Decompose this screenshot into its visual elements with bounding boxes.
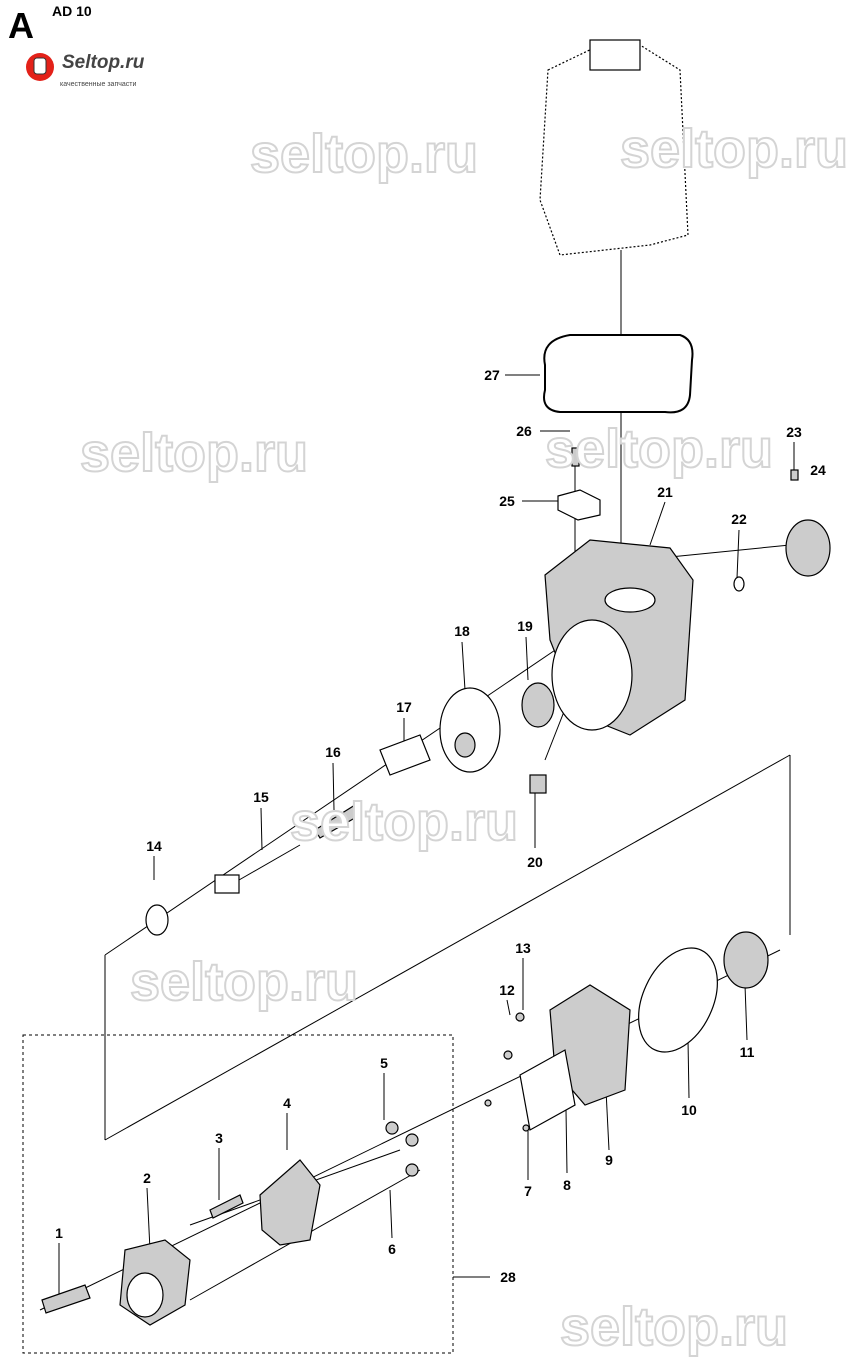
bearing-11 bbox=[723, 931, 769, 989]
callout-6: 6 bbox=[388, 1241, 396, 1257]
screw-23 bbox=[790, 469, 799, 481]
washer-22 bbox=[733, 576, 745, 592]
callout-13: 13 bbox=[515, 940, 531, 956]
shaft-15 bbox=[238, 844, 301, 881]
watermark: seltop.ru bbox=[80, 423, 308, 483]
callout-17: 17 bbox=[396, 699, 412, 715]
bolt-3 bbox=[209, 1194, 244, 1219]
spring-16 bbox=[314, 804, 361, 839]
callout-21: 21 bbox=[657, 484, 673, 500]
bearing-19 bbox=[521, 682, 555, 728]
callout-4: 4 bbox=[283, 1095, 291, 1111]
seltop-logo: Seltop.ru качественные запчасти bbox=[26, 52, 145, 88]
screw-13 bbox=[515, 1012, 525, 1022]
housing-opening bbox=[551, 619, 633, 731]
logo-brand: Seltop.ru bbox=[62, 52, 145, 73]
bracket-25 bbox=[557, 489, 601, 521]
oring-10 bbox=[638, 947, 718, 1053]
watermark: seltop.ru bbox=[620, 119, 848, 179]
parts bbox=[41, 39, 831, 1326]
pulley-hub bbox=[454, 732, 476, 758]
sleeve-17 bbox=[379, 734, 431, 776]
screw-7 bbox=[484, 1099, 492, 1107]
callout-3: 3 bbox=[215, 1130, 223, 1146]
watermarks: seltop.ru seltop.ru seltop.ru seltop.ru … bbox=[79, 118, 849, 1358]
watermark: seltop.ru bbox=[560, 1297, 788, 1357]
model-label: AD 10 bbox=[52, 3, 92, 19]
watermark: seltop.ru bbox=[545, 419, 773, 479]
watermark: seltop.ru bbox=[250, 124, 478, 184]
callout-14: 14 bbox=[146, 838, 162, 854]
housing-bore bbox=[604, 587, 656, 613]
callout-25: 25 bbox=[499, 493, 515, 509]
callout-12: 12 bbox=[499, 982, 515, 998]
bolt-5 bbox=[385, 1121, 399, 1135]
plate-8 bbox=[519, 1049, 576, 1131]
callout-28: 28 bbox=[500, 1269, 516, 1285]
engine-top bbox=[589, 39, 641, 71]
callout-8: 8 bbox=[563, 1177, 571, 1193]
flange-4 bbox=[259, 1159, 321, 1246]
shaft-end-15 bbox=[214, 874, 240, 894]
callout-1: 1 bbox=[55, 1225, 63, 1241]
bolt-6b bbox=[405, 1163, 419, 1177]
knob-24 bbox=[785, 519, 831, 577]
section-letter: A bbox=[8, 5, 34, 46]
callout-16: 16 bbox=[325, 744, 341, 760]
callout-20: 20 bbox=[527, 854, 543, 870]
callout-7: 7 bbox=[524, 1183, 532, 1199]
kit-box bbox=[22, 1034, 454, 1354]
watermark: seltop.ru bbox=[290, 792, 518, 852]
screw-26 bbox=[571, 447, 580, 467]
callout-18: 18 bbox=[454, 623, 470, 639]
pin-1 bbox=[41, 1284, 91, 1314]
callout-11: 11 bbox=[740, 1044, 755, 1060]
adapter-bore bbox=[126, 1272, 164, 1318]
callout-22: 22 bbox=[731, 511, 747, 527]
bolt-6a bbox=[405, 1133, 419, 1147]
plug-20 bbox=[529, 774, 547, 794]
callout-27: 27 bbox=[484, 367, 500, 383]
washer-14 bbox=[145, 904, 169, 936]
callout-26: 26 bbox=[516, 423, 532, 439]
callout-23: 23 bbox=[786, 424, 802, 440]
logo-tagline: качественные запчасти bbox=[60, 81, 136, 88]
gasket-27 bbox=[543, 334, 694, 414]
callout-24: 24 bbox=[810, 462, 826, 478]
callout-15: 15 bbox=[253, 789, 269, 805]
screw-7b bbox=[522, 1124, 530, 1132]
pulley-18 bbox=[439, 687, 501, 773]
watermark: seltop.ru bbox=[130, 952, 358, 1012]
callout-19: 19 bbox=[517, 618, 533, 634]
callout-2: 2 bbox=[143, 1170, 151, 1186]
engine-housing bbox=[539, 44, 689, 256]
screw-12 bbox=[503, 1050, 513, 1060]
callout-10: 10 bbox=[681, 1102, 697, 1118]
callout-9: 9 bbox=[605, 1152, 613, 1168]
callout-5: 5 bbox=[380, 1055, 388, 1071]
